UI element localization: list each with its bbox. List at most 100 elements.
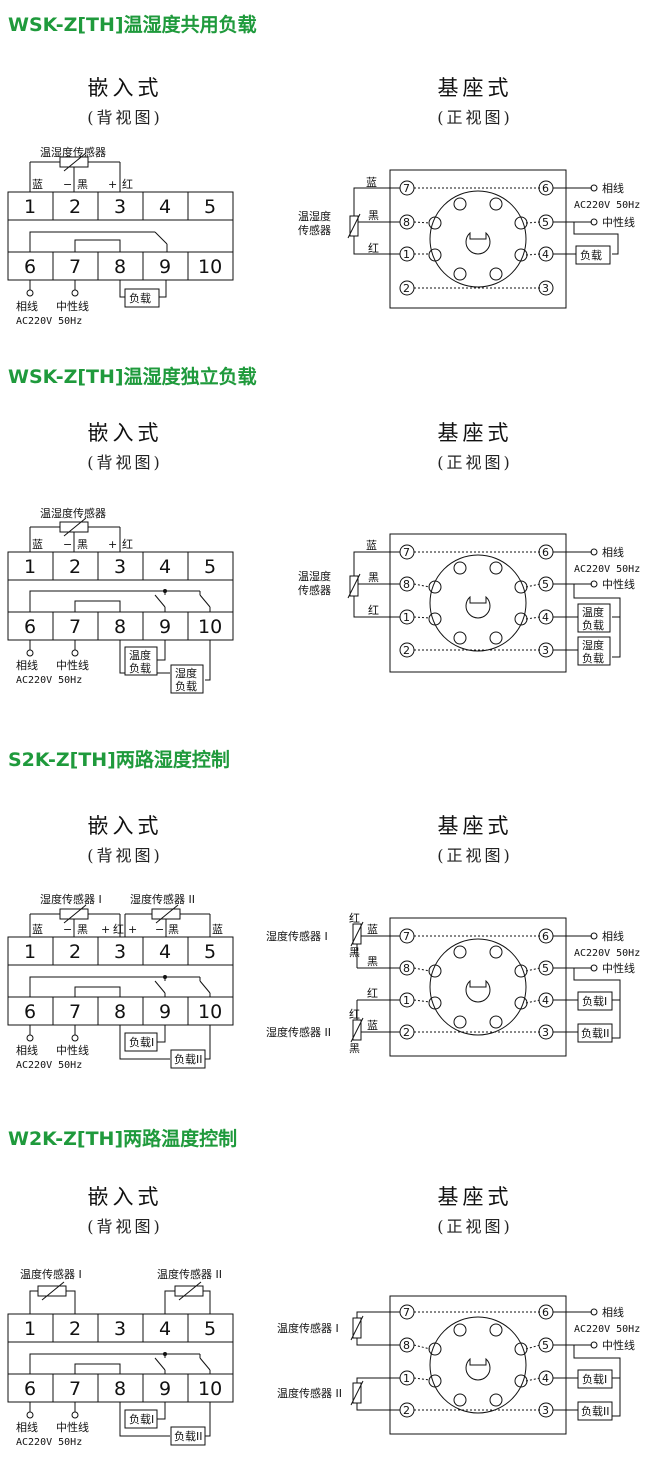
- base-black-label: 黑: [368, 571, 379, 584]
- terminal-8: 8: [114, 616, 126, 638]
- terminal-2: 2: [69, 941, 81, 963]
- pin-8: 8: [403, 578, 410, 591]
- base-title: 基座式: [437, 1185, 513, 1209]
- terminal-7: 7: [69, 1378, 81, 1400]
- wire-blue-label: 蓝: [32, 178, 43, 191]
- terminal-4: 4: [159, 196, 171, 218]
- terminal-4: 4: [159, 1318, 171, 1340]
- base-supply-label: AC220V 50Hz: [574, 200, 640, 211]
- sensor-2-label: 湿度传感器 II: [130, 892, 195, 906]
- pin-2: 2: [403, 644, 410, 657]
- embedded-title: 嵌入式: [87, 1185, 163, 1209]
- base-blue-label-2: 蓝: [367, 1019, 378, 1032]
- terminal-1: 1: [24, 1318, 36, 1340]
- embedded-diagram-3: 湿度传感器 I 湿度传感器 II 蓝 − 黑 + 红 + − 黑 蓝 1 2 3…: [7, 892, 234, 1071]
- minus-sign: −: [63, 178, 72, 191]
- embedded-header-3: 嵌入式 (背视图): [60, 810, 190, 866]
- wire-black-label: 黑: [77, 178, 88, 191]
- sensor-label: 温湿度传感器: [40, 506, 106, 520]
- pin-5: 5: [542, 578, 549, 591]
- base-header-1: 基座式 (正视图): [410, 72, 540, 128]
- embedded-subtitle: (背视图): [87, 453, 163, 472]
- terminal-5: 5: [204, 941, 216, 963]
- terminal-8: 8: [114, 1001, 126, 1023]
- load-2-label: 负载II: [174, 1429, 203, 1443]
- temp-load-label: 温度: [129, 648, 151, 662]
- base-load-label: 负载: [580, 248, 602, 262]
- base-temp-load-box: [577, 603, 611, 633]
- phase-label: 相线: [16, 1420, 38, 1434]
- junction-dot: [163, 975, 167, 979]
- plus-sign-2: +: [128, 923, 137, 936]
- base-sensor-label: 温湿度: [298, 209, 331, 223]
- terminal-2: 2: [69, 1318, 81, 1340]
- base-load-1-label: 负载I: [582, 1372, 607, 1386]
- base-title: 基座式: [437, 421, 513, 445]
- terminal-6: 6: [24, 616, 36, 638]
- embedded-subtitle: (背视图): [87, 1217, 163, 1236]
- base-title: 基座式: [437, 76, 513, 100]
- pin-1: 1: [403, 1372, 410, 1385]
- base-sensor-2-label: 湿度传感器 II: [266, 1025, 331, 1039]
- minus-sign: −: [63, 923, 72, 936]
- terminal-5: 5: [204, 1318, 216, 1340]
- terminal-6: 6: [24, 256, 36, 278]
- terminal-7: 7: [69, 256, 81, 278]
- pin-4: 4: [542, 1372, 549, 1385]
- pin-8: 8: [403, 216, 410, 229]
- embedded-subtitle: (背视图): [87, 846, 163, 865]
- pin-6: 6: [542, 1306, 549, 1319]
- base-diagram-2: 温度 负载 湿度 负载 蓝 黑 红 温湿度 传感器 7 8 1 2 6 5 4 …: [298, 533, 640, 673]
- base-title: 基座式: [437, 814, 513, 838]
- base-hum-load-label: 湿度: [582, 638, 604, 652]
- pin-4: 4: [542, 994, 549, 1007]
- base-subtitle: (正视图): [437, 1217, 513, 1236]
- terminal-10: 10: [198, 1378, 222, 1400]
- embedded-diagram-2: 温湿度传感器 蓝 − 黑 + 红 1 2 3 4 5 6 7 8 9 10 温度…: [7, 506, 234, 694]
- pin-3: 3: [542, 282, 549, 295]
- base-black-label-1: 黑: [349, 946, 360, 959]
- base-load-2-label: 负载II: [581, 1026, 610, 1040]
- pin-3: 3: [542, 1026, 549, 1039]
- pin-1: 1: [403, 248, 410, 261]
- pin-1: 1: [403, 994, 410, 1007]
- base-red-label-8: 红: [367, 987, 378, 1000]
- pin-2: 2: [403, 282, 410, 295]
- load-2-box: [170, 1426, 206, 1446]
- plus-sign: +: [101, 923, 110, 936]
- base-load-2-label: 负载II: [581, 1404, 610, 1418]
- pin-2: 2: [403, 1026, 410, 1039]
- embedded-title: 嵌入式: [87, 76, 163, 100]
- base-black-label: 黑: [368, 209, 379, 222]
- sensor-1-label: 湿度传感器 I: [40, 892, 102, 906]
- terminal-3: 3: [114, 196, 126, 218]
- base-neutral-label: 中性线: [602, 577, 635, 591]
- base-red-label-1: 红: [349, 912, 360, 925]
- terminal-5: 5: [204, 556, 216, 578]
- base-neutral-label: 中性线: [602, 961, 635, 975]
- pin-4: 4: [542, 248, 549, 261]
- base-supply-label: AC220V 50Hz: [574, 948, 640, 959]
- base-phase-label: 相线: [602, 181, 624, 195]
- base-black-label-2: 黑: [349, 1042, 360, 1055]
- base-sensor-label-2: 传感器: [298, 224, 331, 237]
- hum-load-label: 湿度: [175, 666, 197, 680]
- embedded-title: 嵌入式: [87, 814, 163, 838]
- phase-label: 相线: [16, 658, 38, 672]
- load-1-box: [124, 1032, 158, 1052]
- supply-label: AC220V 50Hz: [16, 675, 82, 686]
- base-blue-label: 蓝: [366, 539, 377, 552]
- base-load-2-box: [577, 1401, 613, 1421]
- terminal-10: 10: [198, 1001, 222, 1023]
- terminal-1: 1: [24, 196, 36, 218]
- terminal-5: 5: [204, 196, 216, 218]
- pin-7: 7: [403, 1306, 410, 1319]
- wire-blue-label: 蓝: [32, 923, 43, 936]
- terminal-10: 10: [198, 616, 222, 638]
- base-sensor-2-label: 温度传感器 II: [277, 1386, 342, 1400]
- wire-black-label: 黑: [77, 923, 88, 936]
- sensor-1-label: 温度传感器 I: [20, 1267, 82, 1281]
- base-header-2: 基座式 (正视图): [410, 417, 540, 473]
- terminal-1: 1: [24, 941, 36, 963]
- embedded-header-2: 嵌入式 (背视图): [60, 417, 190, 473]
